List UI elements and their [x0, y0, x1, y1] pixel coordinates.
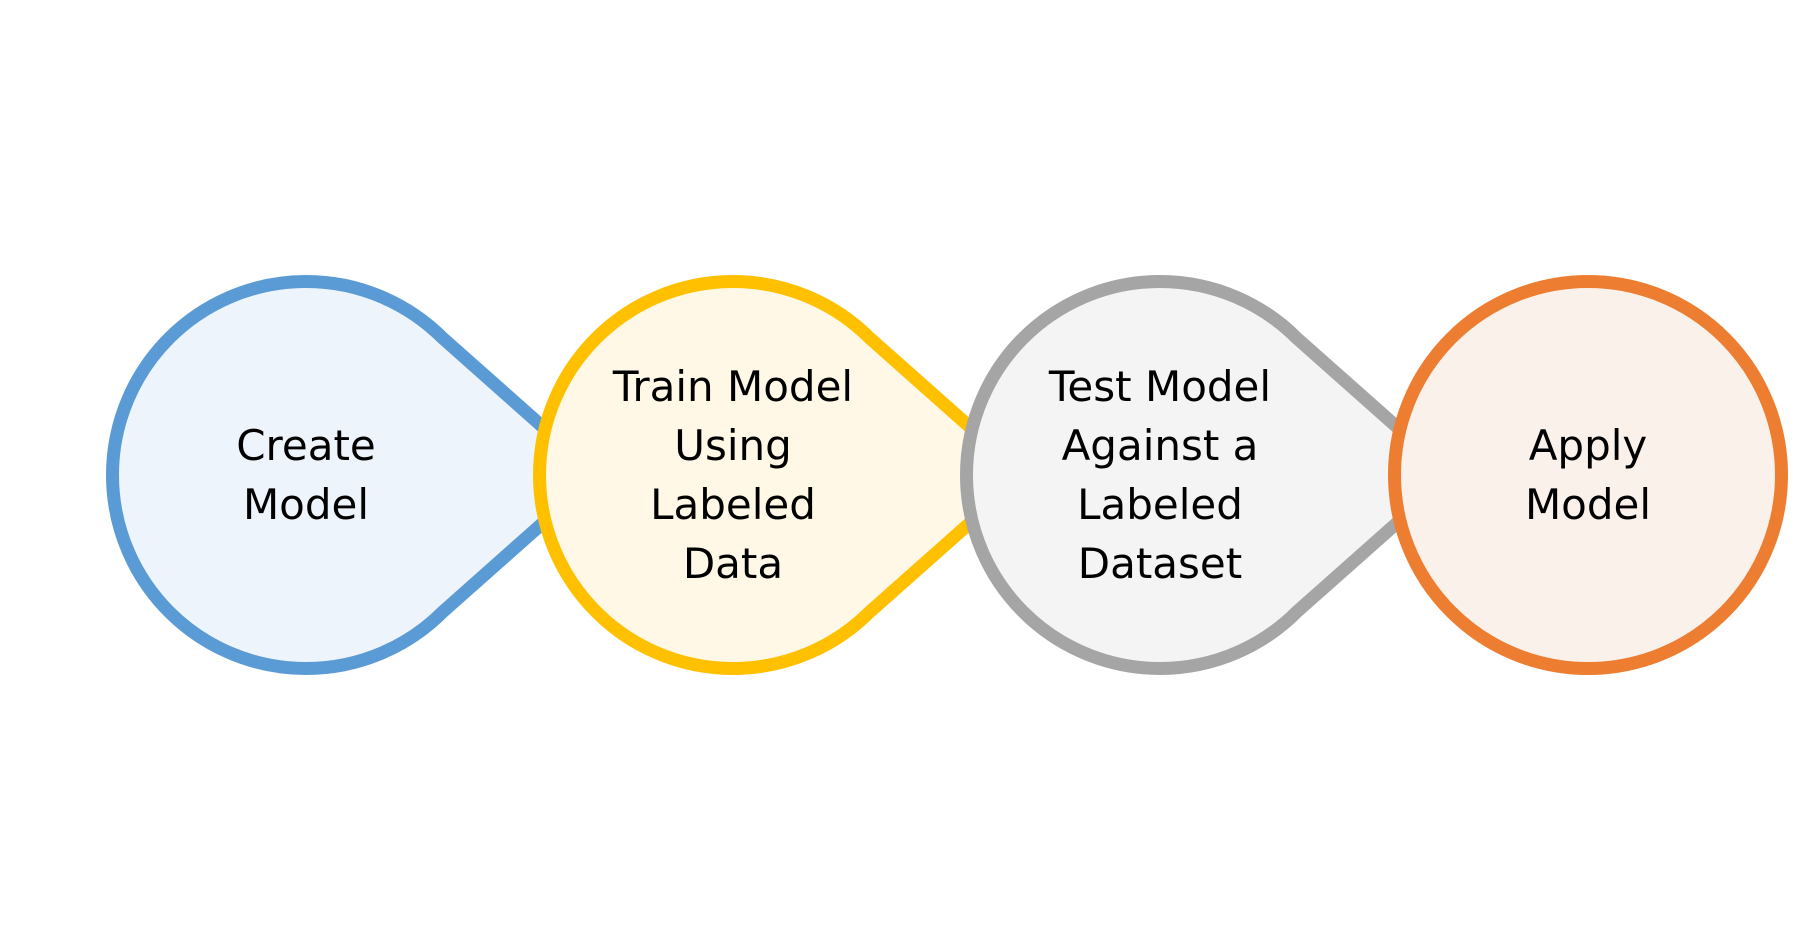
- step-2-label-line: Train Model: [612, 362, 853, 411]
- step-4-circle: [1388, 275, 1788, 675]
- step-1-label-line: Model: [243, 480, 369, 529]
- step-2-label-line: Data: [683, 539, 783, 588]
- step-2-label-line: Using: [674, 421, 792, 470]
- step-3-arrow-circle: [960, 275, 1461, 675]
- step-3-label-line: Labeled: [1077, 480, 1243, 529]
- step-1-arrow-circle: [106, 275, 607, 675]
- step-4-label-line: Apply: [1529, 421, 1648, 470]
- step-4-label-line: Model: [1525, 480, 1651, 529]
- step-3-label-line: Dataset: [1078, 539, 1242, 588]
- step-2-label-line: Labeled: [650, 480, 816, 529]
- step-3-label-line: Against a: [1062, 421, 1259, 470]
- step-1-label-line: Create: [236, 421, 376, 470]
- step-2-arrow-circle: [533, 275, 1034, 675]
- step-3-label-line: Test Model: [1048, 362, 1271, 411]
